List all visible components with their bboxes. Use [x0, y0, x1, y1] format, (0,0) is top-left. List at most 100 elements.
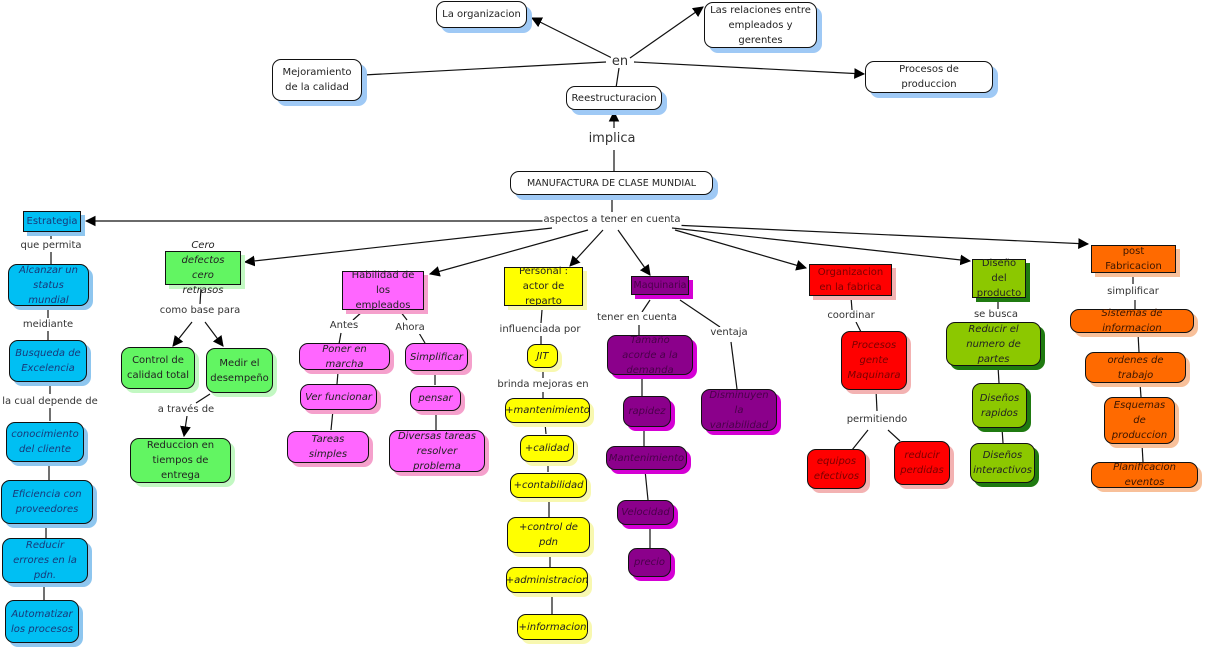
node-cero-defectos[interactable]: Cero defectos cero retrasos — [165, 240, 241, 296]
node-maquinaria[interactable]: Maquinaria — [631, 276, 689, 295]
node-label: Alcanzar un status mundial — [19, 264, 78, 306]
node-estrategia-item[interactable]: Reducir errores en la pdn. — [2, 538, 88, 583]
node-habilidad-antes-item[interactable]: Tareas simples — [287, 431, 369, 463]
link-label-coordinar: coordinar — [826, 310, 876, 322]
node-habilidad-antes-item[interactable]: Poner en marcha — [299, 343, 390, 370]
node-label: reducir perdidas — [900, 450, 944, 476]
node-label: +calidad — [524, 443, 570, 454]
node-label: Organizacion en la fabrica — [817, 267, 884, 293]
node-label: post Fabricacion — [1105, 246, 1162, 272]
node-habilidad[interactable]: Habilidad de los empleados — [342, 270, 424, 311]
node-busqueda[interactable]: Busqueda de Excelencia — [9, 340, 87, 382]
node-reducir-perdidas[interactable]: reducir perdidas — [894, 441, 950, 485]
node-label: Mejoramiento de la calidad — [282, 67, 352, 93]
node-diseno-item[interactable]: Diseños interactivos — [970, 443, 1035, 483]
node-estrategia-item[interactable]: conocimiento del cliente — [6, 422, 84, 462]
link-label-simplificar: simplificar — [1106, 286, 1160, 298]
node-personal-item[interactable]: +control de pdn — [507, 517, 590, 553]
node-habilidad-antes-item[interactable]: Ver funcionar — [300, 384, 377, 410]
node-maquinaria-item[interactable]: Tamaño acorde a la demanda — [607, 335, 693, 376]
node-label: Reduccion en tiempos de entrega — [146, 440, 215, 481]
node-personal-item[interactable]: +informacion — [517, 614, 588, 640]
arrow-en-relaciones — [629, 6, 704, 59]
link-label-implica: implica — [587, 131, 637, 146]
link-label-en: en — [610, 54, 630, 69]
link-label-permitiendo: permitiendo — [845, 414, 909, 426]
node-label: ordenes de trabajo — [1107, 354, 1164, 381]
node-estrategia-item[interactable]: Eficiencia con proveedores — [1, 480, 93, 524]
node-post-item[interactable]: ordenes de trabajo — [1085, 352, 1186, 383]
node-organizacion-fabrica[interactable]: Organizacion en la fabrica — [809, 264, 892, 296]
node-estrategia-item[interactable]: Automatizar los procesos — [5, 600, 79, 643]
node-label: Diseños interactivos — [973, 450, 1032, 476]
node-equipos-efectivos[interactable]: equipos efectivos — [807, 449, 866, 489]
node-label: Procesos gente Maquinara — [847, 340, 901, 381]
node-control-calidad[interactable]: Control de calidad total — [121, 347, 195, 389]
node-jit[interactable]: JIT — [527, 344, 558, 368]
node-alcanzar[interactable]: Alcanzar un status mundial — [8, 264, 89, 306]
node-maquinaria-item[interactable]: Velocidad — [617, 500, 674, 525]
node-maquinaria-item[interactable]: rapidez — [623, 396, 671, 427]
node-personal-item[interactable]: +administracion — [506, 567, 588, 593]
node-label: +contabilidad — [513, 480, 584, 491]
node-label: Procesos de produccion — [899, 64, 959, 90]
node-label: rapidez — [628, 406, 666, 417]
arrow-aspects-diseno — [671, 227, 972, 266]
node-reduccion-tiempos[interactable]: Reduccion en tiempos de entrega — [130, 438, 231, 483]
node-personal-item[interactable]: +contabilidad — [510, 473, 587, 498]
node-habilidad-ahora-item[interactable]: Simplificar — [405, 343, 468, 371]
node-personal[interactable]: Personal : actor de reparto — [504, 266, 583, 307]
node-reestructuracion[interactable]: Reestructuracion — [566, 86, 662, 110]
node-post-fabricacion[interactable]: post Fabricacion — [1091, 245, 1176, 273]
node-personal-item[interactable]: +mantenimiento — [505, 398, 590, 423]
node-label: Reducir el numero de partes — [966, 323, 1021, 365]
node-label: Poner en marcha — [322, 343, 367, 370]
node-label: Habilidad de los empleados — [351, 270, 415, 311]
node-label: Reestructuracion — [571, 92, 657, 104]
link-label-que-permita: que permita — [19, 240, 83, 252]
node-maquinaria-item[interactable]: Mantenimiento — [606, 446, 687, 470]
node-maquinaria-item[interactable]: precio — [628, 548, 671, 577]
node-procesos-produccion[interactable]: Procesos de produccion — [865, 61, 993, 93]
link-label-como-base: como base para — [158, 305, 242, 317]
node-post-item[interactable]: Esquemas de produccion — [1104, 397, 1175, 444]
node-label: Esquemas de produccion — [1111, 400, 1168, 441]
node-diseno-producto[interactable]: Diseño del producto — [972, 258, 1026, 299]
arrow-aspects-maquinaria — [617, 229, 651, 276]
arrow-aspects-personal — [569, 229, 604, 267]
node-label: JIT — [536, 350, 549, 362]
node-diseno-item[interactable]: Reducir el numero de partes — [946, 322, 1041, 366]
node-label: +control de pdn — [519, 522, 578, 548]
link-label-ventaja: ventaja — [709, 327, 749, 339]
node-estrategia[interactable]: Estrategia — [23, 211, 81, 232]
node-relaciones[interactable]: Las relaciones entre empleados y gerente… — [704, 2, 817, 48]
node-label: +administracion — [505, 574, 589, 586]
node-label: Eficiencia con proveedores — [12, 489, 82, 515]
node-label: La organizacion — [442, 9, 521, 20]
node-disminuyen-variabilidad[interactable]: Disminuyen la variabilidad — [701, 389, 777, 431]
link-label-antes: Antes — [328, 320, 360, 332]
node-label: MANUFACTURA DE CLASE MUNDIAL — [526, 177, 696, 189]
node-la-organizacion[interactable]: La organizacion — [436, 1, 527, 28]
node-post-item[interactable]: Sistemas de informacion — [1070, 308, 1194, 334]
link-reestructuracion-en — [615, 67, 620, 89]
link-label-se-busca: se busca — [972, 309, 1020, 321]
node-habilidad-ahora-item[interactable]: Diversas tareas resolver problema — [389, 430, 485, 472]
node-label: Tareas simples — [308, 434, 348, 460]
node-label: Maquinaria — [633, 280, 687, 291]
node-post-item[interactable]: Planificacion eventos — [1091, 462, 1198, 488]
node-main-concept[interactable]: MANUFACTURA DE CLASE MUNDIAL — [510, 171, 713, 195]
node-habilidad-ahora-item[interactable]: pensar — [410, 386, 461, 411]
node-procesos-gente[interactable]: Procesos gente Maquinara — [841, 331, 907, 390]
node-diseno-item[interactable]: Diseños rapidos — [972, 383, 1027, 428]
node-label: Velocidad — [621, 507, 670, 518]
node-medir-desempeno[interactable]: Medir el desempeño — [206, 348, 273, 393]
node-mejoramiento[interactable]: Mejoramiento de la calidad — [272, 59, 362, 101]
node-personal-item[interactable]: +calidad — [520, 435, 574, 462]
node-label: Diversas tareas resolver problema — [397, 430, 477, 472]
node-label: Sistemas de informacion — [1101, 308, 1163, 334]
node-label: Las relaciones entre empleados y gerente… — [710, 4, 811, 46]
node-label: Reducir errores en la pdn. — [13, 540, 77, 581]
node-label: Personal : actor de reparto — [518, 266, 569, 307]
